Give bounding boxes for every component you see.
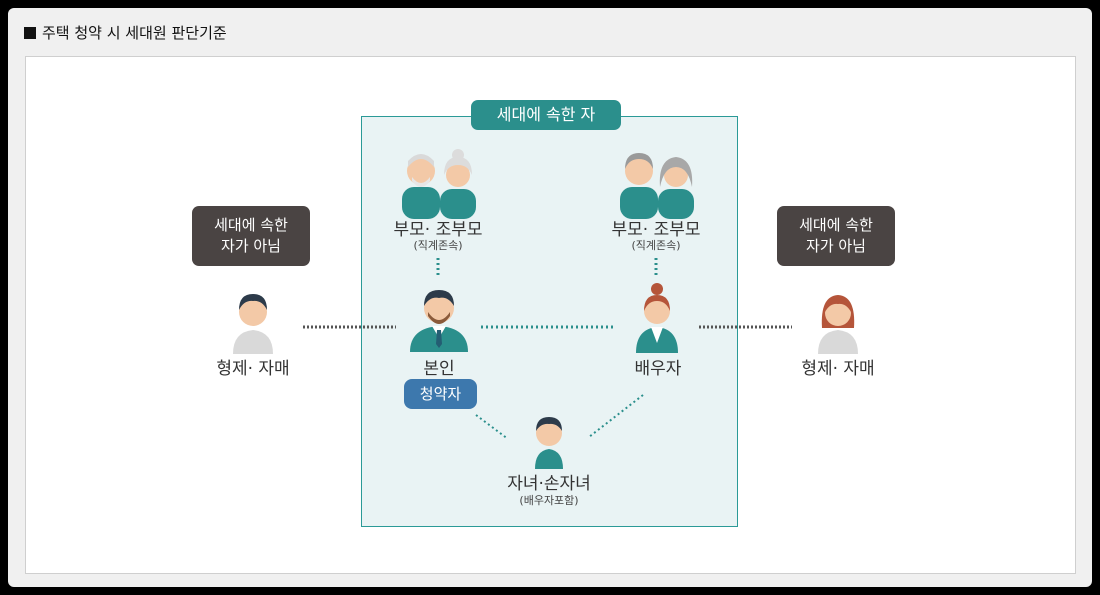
square-bullet-icon [24,26,36,39]
sibling-left-label: 형제· 자매 [216,359,290,379]
man-suit-icon [410,290,468,352]
parents-left-sub: (직계존속) [413,239,463,252]
not-household-badge-left: 세대에 속한 자가 아님 [192,206,310,266]
diagram-panel: 세대에 속한 자 [25,56,1076,574]
woman-icon [636,283,678,353]
young-man-icon [233,294,273,354]
parents-left-label: 부모· 조부모 [393,220,483,240]
not-household-badge-right: 세대에 속한 자가 아님 [777,206,895,266]
household-region-label: 세대에 속한 자 [471,100,621,130]
child-icon [535,417,563,469]
not-household-right-line1: 세대에 속한 [799,216,873,234]
connector-self-child [475,414,509,440]
sibling-right-label: 형제· 자매 [801,359,875,379]
not-household-left-line2: 자가 아님 [221,237,281,255]
connector-spouse-child [588,394,644,438]
connector-lines [303,258,792,440]
applicant-badge: 청약자 [404,379,477,409]
elderly-couple-icon [402,149,476,219]
not-household-left-line1: 세대에 속한 [214,216,288,234]
not-household-right-line2: 자가 아님 [806,237,866,255]
parents-right-label: 부모· 조부모 [611,220,701,240]
children-sub: (배우자포함) [519,494,579,507]
self-label: 본인 [423,359,455,379]
spouse-label: 배우자 [634,359,682,379]
content-card: 주택 청약 시 세대원 판단기준 세대에 속한 자 [8,8,1092,587]
children-label: 자녀·손자녀 [507,474,591,494]
section-title: 주택 청약 시 세대원 판단기준 [24,22,227,43]
elderly-couple-icon [620,153,694,219]
section-title-text: 주택 청약 시 세대원 판단기준 [42,24,227,42]
young-woman-icon [818,295,858,354]
parents-right-sub: (직계존속) [631,239,681,252]
